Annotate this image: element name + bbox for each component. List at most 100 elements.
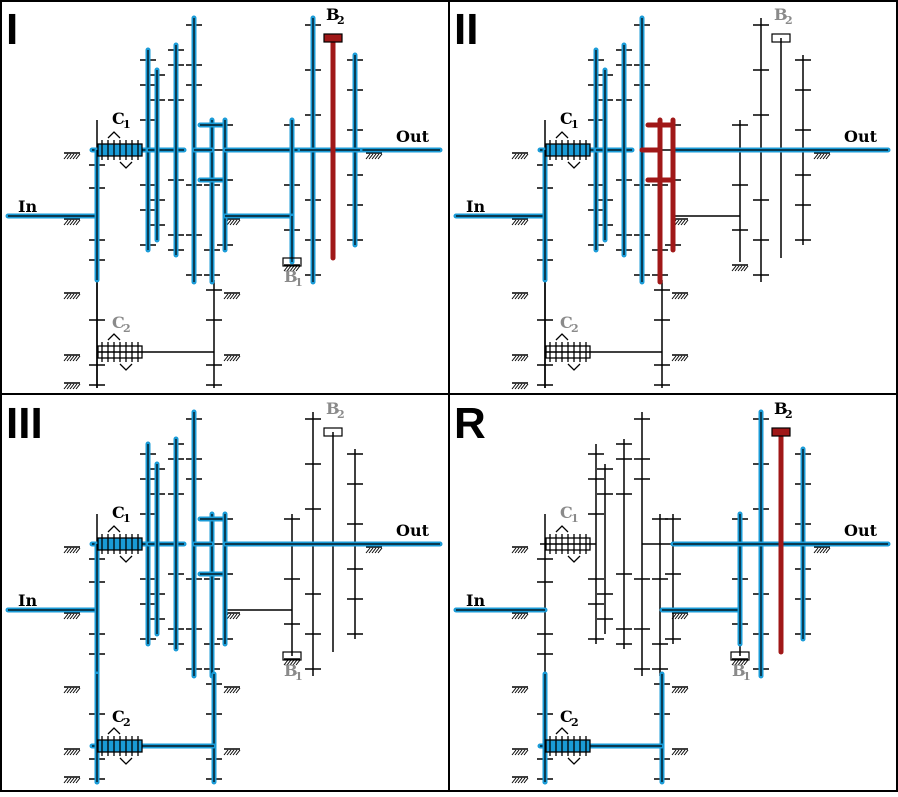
ground-symbol — [731, 264, 749, 272]
ground-symbol — [511, 748, 529, 756]
ground-symbol — [511, 218, 529, 226]
label-b2-sub: 2 — [785, 408, 793, 421]
label-b1-sub: 1 — [295, 276, 303, 289]
clutch-c1 — [545, 131, 591, 169]
input-label: In — [466, 197, 485, 216]
clutch-c2 — [545, 333, 591, 371]
label-c1-sub: 1 — [571, 512, 579, 525]
ground-symbol — [63, 748, 81, 756]
label-c2-sub: 2 — [123, 716, 131, 729]
brake-block-b1 — [282, 257, 302, 267]
ground-symbol — [511, 292, 529, 300]
ground-symbol — [63, 152, 81, 160]
ground-symbol — [671, 686, 689, 694]
ground-symbol — [671, 748, 689, 756]
ground-symbol — [63, 292, 81, 300]
brake-block-b2 — [771, 427, 791, 437]
ground-symbol — [365, 546, 383, 554]
ground-symbol — [63, 546, 81, 554]
ground-symbol — [671, 612, 689, 620]
label-b2-sub: 2 — [785, 14, 793, 27]
label-b2: B — [326, 399, 340, 418]
label-c2: C — [560, 313, 573, 332]
ground-symbol — [223, 748, 241, 756]
input-label: In — [466, 591, 485, 610]
ground-symbol — [283, 658, 301, 666]
label-c2-sub: 2 — [123, 322, 131, 335]
label-c1: C — [112, 109, 125, 128]
label-c1-sub: 1 — [123, 118, 131, 131]
brake-block-b1 — [282, 651, 302, 661]
label-c1: C — [112, 503, 125, 522]
label-c1-sub: 1 — [571, 118, 579, 131]
gear-label: I — [6, 5, 18, 54]
ground-symbol — [223, 354, 241, 362]
ground-symbol — [223, 292, 241, 300]
clutch-c2 — [97, 333, 143, 371]
ground-symbol — [283, 264, 301, 272]
label-c2: C — [560, 707, 573, 726]
ground-symbol — [511, 546, 529, 554]
label-b2: B — [326, 5, 340, 24]
ground-symbol — [63, 686, 81, 694]
label-c2: C — [112, 313, 125, 332]
label-c2-sub: 2 — [571, 322, 579, 335]
ground-symbol — [813, 152, 831, 160]
brake-block-b1 — [730, 651, 750, 661]
ground-symbol — [365, 152, 383, 160]
ground-symbol — [511, 612, 529, 620]
clutch-c1 — [97, 525, 143, 563]
label-b1: B — [284, 661, 298, 680]
clutch-c1 — [545, 525, 591, 563]
ground-symbol — [511, 382, 529, 390]
label-b2-sub: 2 — [337, 408, 345, 421]
brake-block-b2 — [771, 33, 791, 43]
ground-symbol — [63, 354, 81, 362]
ground-symbol — [63, 218, 81, 226]
clutch-c1 — [97, 131, 143, 169]
ground-symbol — [223, 686, 241, 694]
label-b1-sub: 1 — [295, 670, 303, 683]
clutch-c2 — [545, 727, 591, 765]
ground-symbol — [511, 776, 529, 784]
output-label: Out — [396, 127, 430, 146]
ground-symbol — [731, 658, 749, 666]
label-b1: B — [284, 267, 298, 286]
label-c1: C — [560, 109, 573, 128]
label-c2: C — [112, 707, 125, 726]
ground-symbol — [511, 354, 529, 362]
ground-symbol — [511, 152, 529, 160]
label-b1-sub: 1 — [743, 670, 751, 683]
input-label: In — [18, 591, 37, 610]
brake-block-b2 — [323, 33, 343, 43]
label-b2: B — [774, 5, 788, 24]
brake-block-b2 — [323, 427, 343, 437]
label-b1: B — [732, 661, 746, 680]
output-label: Out — [844, 521, 878, 540]
ground-symbol — [671, 292, 689, 300]
gear-label: III — [6, 399, 43, 448]
label-c1: C — [560, 503, 573, 522]
ground-symbol — [63, 776, 81, 784]
output-label: Out — [844, 127, 878, 146]
label-c2-sub: 2 — [571, 716, 579, 729]
label-b2: B — [774, 399, 788, 418]
ground-symbol — [63, 612, 81, 620]
ground-symbol — [813, 546, 831, 554]
ground-symbol — [671, 354, 689, 362]
label-b2-sub: 2 — [337, 14, 345, 27]
gear-label: II — [454, 5, 478, 54]
input-label: In — [18, 197, 37, 216]
ground-symbol — [63, 382, 81, 390]
gear-label: R — [454, 399, 486, 448]
ground-symbol — [511, 686, 529, 694]
label-c1-sub: 1 — [123, 512, 131, 525]
clutch-c2 — [97, 727, 143, 765]
output-label: Out — [396, 521, 430, 540]
